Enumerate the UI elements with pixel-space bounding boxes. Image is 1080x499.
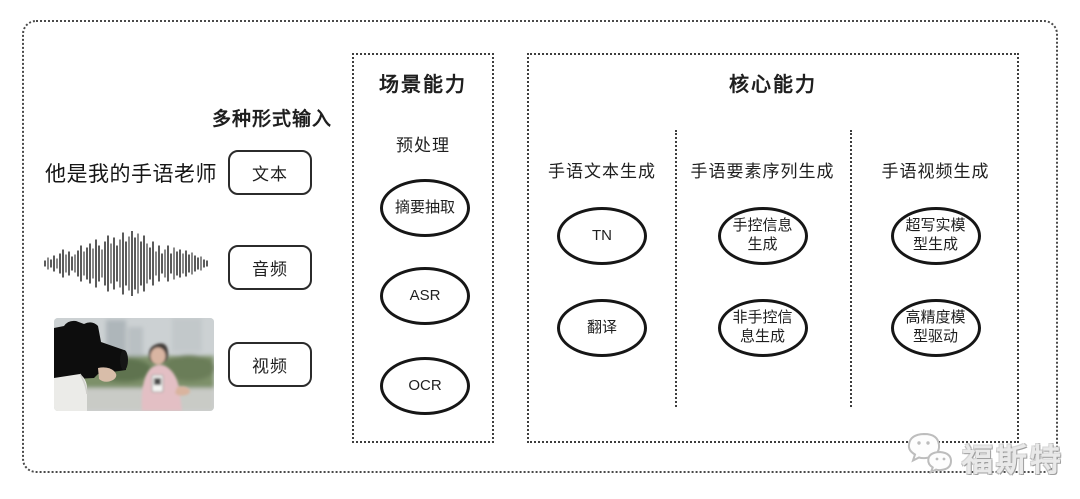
node-hyperrealistic-model-generation: 超写实模型生成	[890, 207, 981, 265]
sample-text-sentence: 他是我的手语老师	[45, 163, 217, 186]
node-label: 非手控信息生成	[732, 309, 793, 345]
node-non-manual-info-generation: 非手控信息生成	[717, 299, 808, 357]
core-column-element-sequence: 手语要素序列生成 手控信息生成 非手控信息生成	[675, 55, 850, 441]
core-box-title: 核心能力	[729, 74, 817, 96]
node-tn: TN	[557, 207, 647, 265]
watermark-text: 福斯特	[962, 442, 1064, 478]
input-box-video: 视频	[228, 342, 312, 387]
node-high-precision-model-driving: 高精度模型驱动	[890, 299, 981, 357]
column-header: 手语视频生成	[881, 162, 990, 181]
column-separator	[675, 130, 677, 407]
video-input-photo	[54, 318, 214, 411]
input-box-text: 文本	[228, 150, 312, 195]
input-box-audio-label: 音频	[252, 260, 288, 279]
input-box-video-label: 视频	[252, 357, 288, 376]
input-box-text-label: 文本	[252, 165, 288, 184]
core-column-video-generation: 手语视频生成 超写实模型生成 高精度模型驱动	[850, 55, 1021, 441]
column-separator	[850, 130, 852, 407]
audio-waveform-icon	[44, 231, 208, 296]
node-label: TN	[592, 226, 612, 244]
column-header: 手语文本生成	[548, 162, 656, 181]
chat-bubbles-icon	[907, 432, 953, 474]
node-manual-info-generation: 手控信息生成	[717, 207, 808, 265]
input-section-title: 多种形式输入	[212, 109, 333, 130]
core-capability-box: 核心能力 手语文本生成 TN 翻译 手语要素序列生成 手控信息生成 非手控信息生…	[527, 53, 1019, 443]
node-asr: ASR	[380, 267, 470, 325]
node-summary-extraction: 摘要抽取	[380, 179, 470, 237]
input-box-audio: 音频	[228, 245, 312, 290]
camera-reporter-scene	[54, 318, 214, 411]
node-label: 手控信息生成	[732, 217, 793, 253]
node-label: 超写实模型生成	[905, 217, 966, 253]
core-column-text-generation: 手语文本生成 TN 翻译	[529, 55, 675, 441]
scene-box-title: 场景能力	[379, 74, 467, 96]
outer-dotted-border	[22, 20, 1058, 473]
node-label: 摘要抽取	[394, 198, 455, 216]
node-label: ASR	[409, 286, 441, 304]
node-label: 高精度模型驱动	[905, 309, 966, 345]
scene-box-subtitle: 预处理	[396, 136, 450, 155]
scene-capability-box: 场景能力 预处理 摘要抽取 ASR OCR	[352, 53, 494, 443]
node-label: OCR	[408, 376, 442, 394]
watermark: 福斯特	[896, 426, 1064, 488]
node-ocr: OCR	[380, 357, 470, 415]
node-label: 翻译	[586, 318, 617, 336]
node-translation: 翻译	[557, 299, 647, 357]
column-header: 手语要素序列生成	[690, 162, 835, 181]
